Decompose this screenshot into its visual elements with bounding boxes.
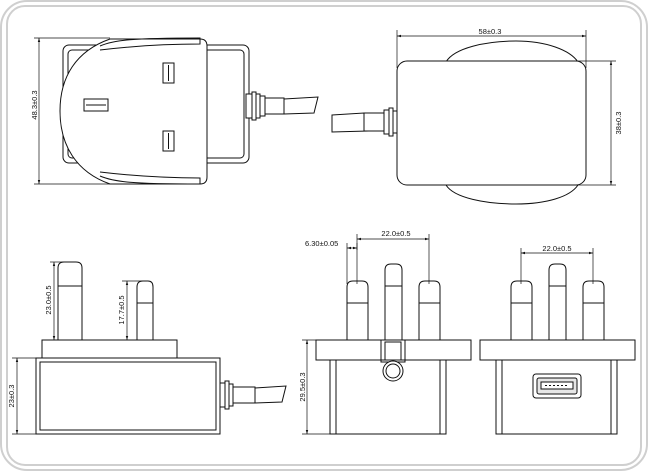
dim-front-height: 48.3±0.3 [30, 37, 110, 185]
rear-view-plate [315, 339, 472, 361]
dim-label-pin-spacing-mid: 22.0±0.5 [381, 229, 410, 238]
rear-pin-right [418, 280, 441, 341]
usb-pin-earth [548, 263, 567, 341]
side-view-cable [254, 385, 287, 404]
rear-view [315, 263, 472, 435]
rear-pin-earth [384, 263, 403, 341]
side-view-plate [41, 339, 178, 359]
front-view [59, 37, 319, 185]
usb-view [479, 263, 636, 435]
dim-side-body-height: 23±0.3 [7, 357, 40, 435]
top-view-cover-upper [445, 40, 579, 63]
top-view [331, 40, 587, 205]
dim-label-total-height: 29.5±0.3 [298, 372, 307, 401]
dim-label-top-width: 58±0.3 [479, 27, 502, 36]
side-view-cable-boot [219, 382, 226, 408]
side-view-body [35, 357, 221, 435]
usb-pin-right [582, 280, 605, 341]
live-pin-side [136, 280, 154, 341]
earth-pin-side [57, 261, 83, 341]
dim-label-pin-offset: 6.30±0.05 [305, 239, 338, 248]
dim-label-side-body-height: 23±0.3 [7, 385, 16, 408]
top-view-body [396, 60, 587, 186]
dim-pin-spacing-right: 22.0±0.5 [520, 244, 594, 284]
dim-pin-short: 17.7±0.5 [117, 280, 143, 340]
cable [283, 96, 319, 115]
dim-top-height: 38±0.3 [578, 60, 623, 186]
side-view [35, 261, 287, 435]
rear-pin-left [346, 280, 369, 341]
dim-label-top-height: 38±0.3 [614, 112, 623, 135]
dim-label-pin-spacing-right: 22.0±0.5 [542, 244, 571, 253]
dim-label-pin-short: 17.7±0.5 [117, 295, 126, 324]
inner-frame [6, 5, 642, 466]
dim-pin-long: 23.0±0.5 [44, 261, 64, 340]
front-view-top-band [99, 37, 201, 51]
dim-pin-spacing-mid: 22.0±0.5 [356, 229, 430, 284]
front-view-shell [59, 38, 208, 185]
dim-total-height: 29.5±0.3 [298, 339, 334, 435]
front-view-bottom-band [99, 171, 201, 185]
cable-boot [245, 93, 253, 119]
dim-label-pin-long: 23.0±0.5 [44, 285, 53, 314]
dim-label-front-height: 48.3±0.3 [30, 90, 39, 119]
top-view-cover-lower [445, 184, 579, 205]
usb-pin-left [510, 280, 533, 341]
usb-view-plate [479, 339, 636, 361]
dim-top-width: 58±0.3 [396, 27, 587, 68]
